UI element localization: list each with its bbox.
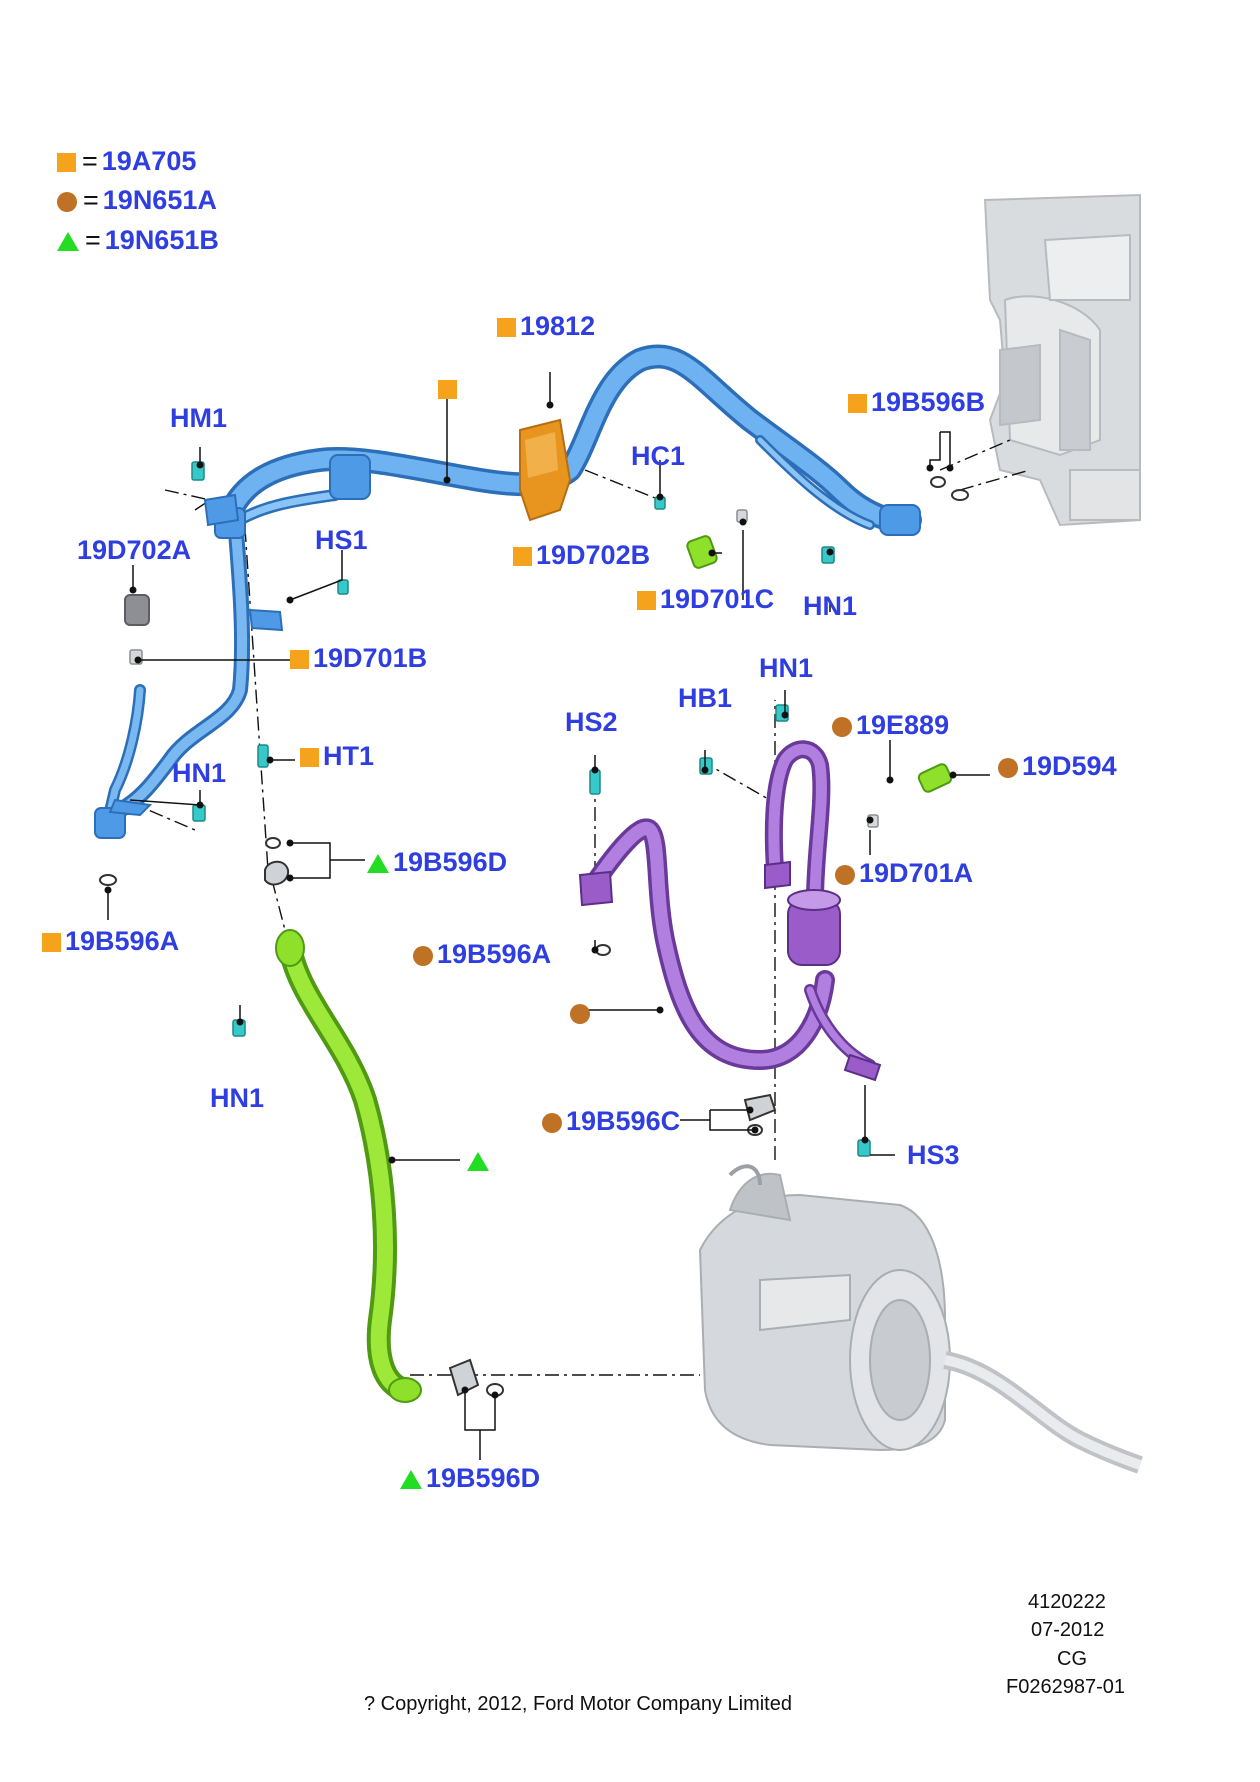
callout-19b596a-mid: 19B596A — [413, 941, 551, 968]
brown-circle-icon — [570, 1004, 590, 1024]
brown-circle-icon — [413, 945, 433, 966]
orange-square-icon — [290, 650, 309, 670]
brown-circle-icon — [832, 716, 852, 737]
callout-19b596a-left: 19B596A — [42, 928, 179, 955]
callout-hn1-left: HN1 — [172, 758, 227, 788]
legend-code: 19N651B — [104, 225, 219, 255]
orange-square-icon — [57, 153, 76, 173]
compressor — [698, 1164, 1143, 1474]
callout-hs2: HS2 — [565, 707, 618, 737]
legend-item-circle: =19N651A — [57, 187, 217, 214]
leader-lines — [107, 372, 990, 1460]
orange-square-icon — [513, 547, 532, 567]
legend-item-triangle: =19N651B — [57, 227, 219, 254]
legend-code: 19N651A — [102, 185, 217, 215]
callout-19d701c: 19D701C — [637, 586, 774, 613]
callout-hn1-top: HN1 — [803, 591, 858, 621]
green-triangle-icon — [367, 854, 389, 874]
purple-receiver-drier — [787, 889, 841, 966]
drawing-code: CG — [1057, 1648, 1087, 1670]
callout-19b596b: 19B596B — [848, 389, 985, 416]
callout-19e889: 19E889 — [832, 712, 949, 739]
brown-circle-icon — [835, 864, 855, 885]
green-pipe-ends — [275, 929, 422, 1403]
brown-circle-icon — [57, 191, 77, 212]
drawing-number: 4120222 — [1028, 1591, 1106, 1613]
green-triangle-icon — [400, 1470, 422, 1490]
callout-19b596d-bottom: 19B596D — [400, 1465, 540, 1492]
figure-number: F0262987-01 — [1006, 1676, 1125, 1698]
callout-hc1: HC1 — [631, 441, 686, 471]
callout-19d702b: 19D702B — [513, 542, 650, 569]
evaporator-housing — [983, 193, 1141, 527]
legend-item-square: =19A705 — [57, 148, 196, 175]
orange-square-icon — [637, 591, 656, 611]
orange-square-icon — [848, 394, 867, 414]
callout-19b596c: 19B596C — [542, 1108, 680, 1135]
purple-pipe-assembly — [580, 740, 876, 1071]
blue-pipe-brackets — [108, 493, 284, 817]
callout-hm1: HM1 — [170, 403, 228, 433]
callout-19812: 19812 — [497, 313, 595, 340]
legend-code: 19A705 — [101, 146, 197, 176]
orange-bracket — [519, 418, 572, 522]
orange-square-icon — [42, 933, 61, 953]
green-triangle-icon — [467, 1152, 489, 1171]
callout-hn1-mid-right: HN1 — [759, 653, 814, 683]
cap-19d702a — [124, 594, 150, 626]
purple-brackets — [578, 860, 882, 1082]
callout-hs1: HS1 — [315, 525, 368, 555]
switch-19d594 — [917, 763, 953, 793]
copyright-notice: ? Copyright, 2012, Ford Motor Company Li… — [364, 1693, 792, 1715]
green-triangle-icon — [57, 232, 79, 252]
callout-19d701b: 19D701B — [290, 645, 427, 672]
callout-hn1-lower: HN1 — [210, 1083, 265, 1113]
green-pipe-assembly — [278, 936, 417, 1402]
callout-hb1: HB1 — [678, 683, 733, 713]
callout-19d702a: 19D702A — [77, 535, 192, 565]
orange-square-icon — [497, 318, 516, 338]
callout-19d594: 19D594 — [998, 753, 1117, 780]
brown-circle-icon — [998, 757, 1018, 778]
orange-square-icon — [300, 748, 319, 768]
callout-ht1: HT1 — [300, 743, 374, 770]
brown-circle-icon — [542, 1112, 562, 1133]
drawing-date: 07-2012 — [1031, 1619, 1105, 1641]
callout-hs3: HS3 — [907, 1140, 960, 1170]
callout-19b596d-mid: 19B596D — [367, 849, 507, 876]
cap-19d702b — [686, 535, 718, 569]
callout-19d701a: 19D701A — [835, 860, 973, 887]
orange-square-icon — [438, 380, 457, 399]
leader-dots — [104, 401, 957, 1399]
